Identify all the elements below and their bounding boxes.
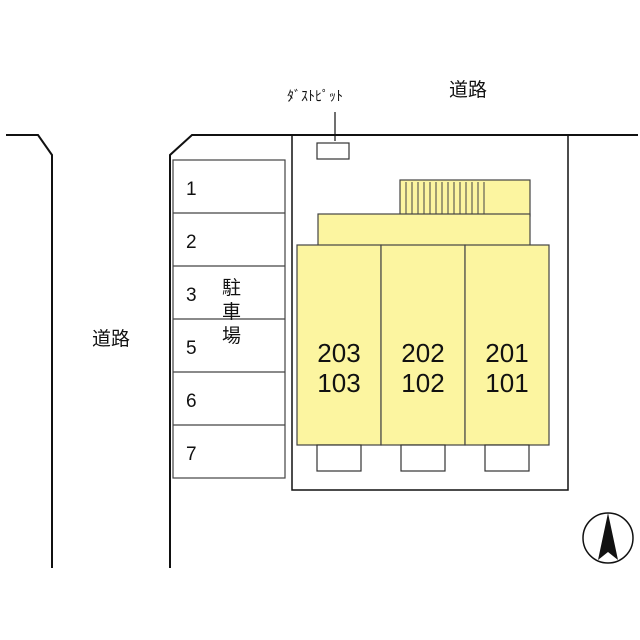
parking-label-char: 場 [222,325,241,347]
unit-number-lower: 102 [401,368,444,398]
dust-pit [316,142,350,160]
parking-slot-number: 5 [186,338,197,359]
lot-boundary [169,134,638,568]
unit-number-lower: 103 [317,368,360,398]
balcony [400,444,446,472]
dust-pit-label: ﾀﾞｽﾄﾋﾟｯﾄ [287,89,343,105]
road-label-top: 道路 [449,79,487,101]
parking-slot-number: 6 [186,391,197,412]
parking-slot-number: 2 [186,232,197,253]
unit-number-upper: 201 [485,338,528,368]
unit-202-102 [380,244,466,446]
unit-number-lower: 101 [485,368,528,398]
parking-slot-number: 3 [186,285,197,306]
north-arrow-icon [582,512,634,564]
parking-label-char: 駐 [222,277,241,299]
unit-203-103 [296,244,382,446]
corridor [317,213,531,247]
balcony [316,444,362,472]
unit-201-101 [464,244,550,446]
left-road-boundary [6,134,53,568]
balcony [484,444,530,472]
unit-number-upper: 202 [401,338,444,368]
stair-block [399,179,531,217]
parking-slot-number: 1 [186,179,197,200]
parking-slot-number: 7 [186,444,197,465]
site-boundary [291,135,569,491]
parking-label-char: 車 [222,301,241,323]
road-label-left: 道路 [92,328,130,350]
stair-steps [405,182,485,214]
unit-number-upper: 203 [317,338,360,368]
